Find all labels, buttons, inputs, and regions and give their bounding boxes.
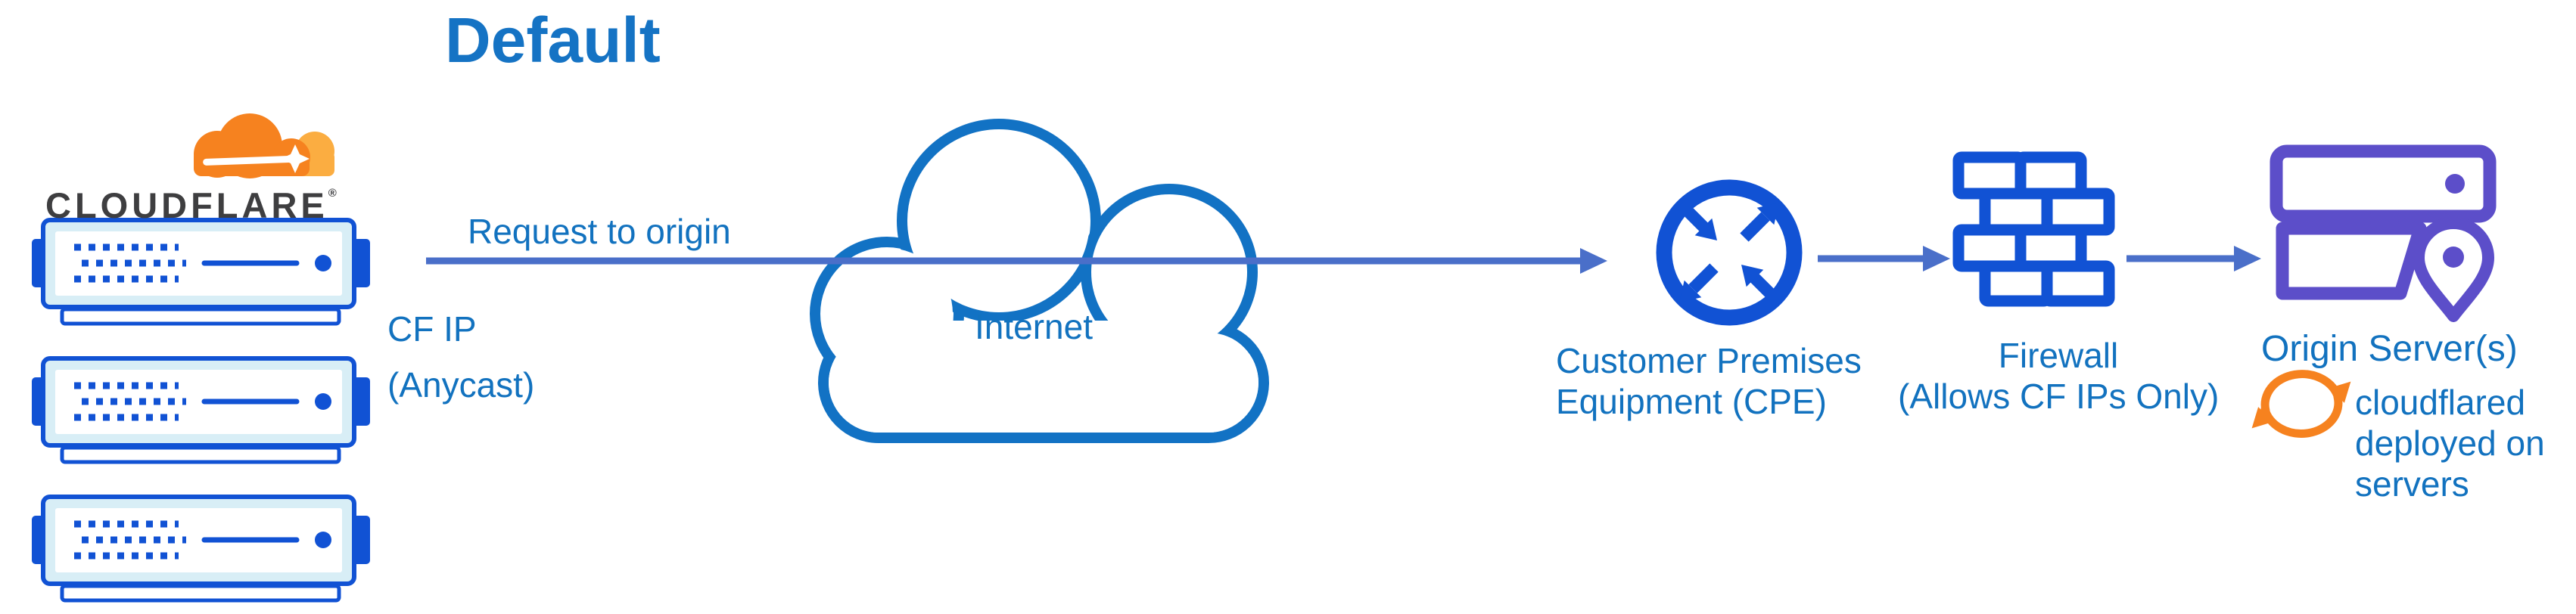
server-location-icon xyxy=(2270,144,2497,322)
firewall-label-line1: Firewall xyxy=(1998,336,2119,375)
diagram-title: Default xyxy=(445,5,661,76)
registered-trademark: ® xyxy=(328,187,337,200)
cloudflared-line3: servers xyxy=(2355,464,2469,504)
arrow-cpe-to-firewall xyxy=(1818,246,1950,271)
cf-ip-line1: CF IP xyxy=(387,309,477,349)
firewall-label-line2: (Allows CF IPs Only) xyxy=(1898,377,2220,416)
request-to-origin-label: Request to origin xyxy=(468,212,731,251)
cloud-icon xyxy=(810,119,1269,443)
arrow-request-to-origin xyxy=(426,248,1607,274)
cloudflared-line1: cloudflared xyxy=(2355,383,2526,422)
logo-sparkle xyxy=(281,144,310,173)
internet-label: Internet xyxy=(975,307,1093,346)
sync-arrows-icon xyxy=(2251,370,2351,438)
origin-servers-label: Origin Server(s) xyxy=(2261,329,2518,369)
firewall-label: Firewall(Allows CF IPs Only) xyxy=(1898,335,2219,417)
server-stack-icon xyxy=(32,220,370,600)
cloudflared-line2: deployed on xyxy=(2355,423,2545,463)
cpe-label-line2: Equipment (CPE) xyxy=(1556,382,1827,421)
cf-ip-line2: (Anycast) xyxy=(387,365,535,405)
cloudflare-logo xyxy=(194,113,334,178)
router-arrows-icon xyxy=(1656,179,1803,326)
cf-ip-anycast-label: CF IP (Anycast) xyxy=(387,301,534,413)
cpe-label-line1: Customer Premises xyxy=(1556,341,1862,380)
arrow-firewall-to-origin xyxy=(2126,246,2261,271)
cloudflare-wordmark: CLOUDFLARE® xyxy=(45,185,337,225)
brick-wall-icon xyxy=(1952,151,2115,307)
